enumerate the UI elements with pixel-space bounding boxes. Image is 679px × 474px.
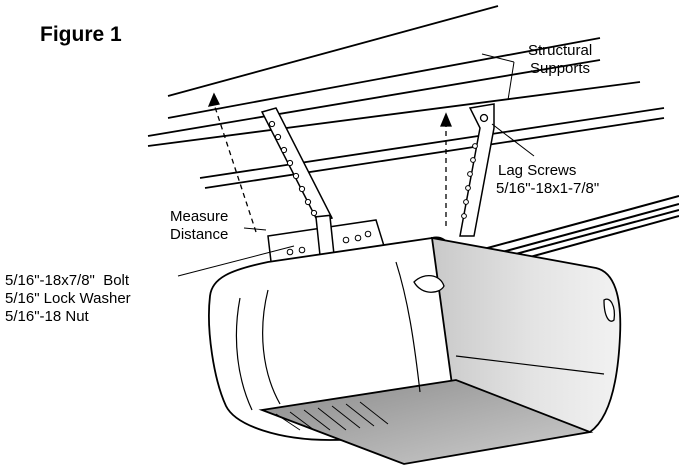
right-hanger-strap [459,103,495,237]
measure-distance-label: Measure Distance [170,208,228,244]
hardware-line-2: 5/16" Lock Washer [5,290,131,307]
callout-leaders [177,53,535,277]
structural-supports-line-2: Supports [530,60,591,77]
hardware-line-1: 5/16"-18x7/8" Bolt [5,272,130,289]
structural-supports [147,5,665,189]
structural-supports-label: Structural Supports [528,42,592,78]
left-hanger-strap [260,107,334,223]
lag-screws-line-2: 5/16"-18x1-7/8" [496,180,600,197]
measure-arrows [207,92,452,233]
measure-distance-line-1: Measure [170,208,229,225]
figure-title: Figure 1 [40,23,122,46]
opener-body [208,236,622,465]
structural-supports-line-1: Structural [528,42,593,59]
hardware-label: 5/16"-18x7/8" Bolt 5/16" Lock Washer 5/1… [5,272,131,326]
lag-screws-line-1: Lag Screws [498,162,577,179]
hardware-line-3: 5/16"-18 Nut [5,308,89,325]
lag-screws-label: Lag Screws 5/16"-18x1-7/8" [496,162,599,198]
measure-distance-line-2: Distance [170,226,229,243]
